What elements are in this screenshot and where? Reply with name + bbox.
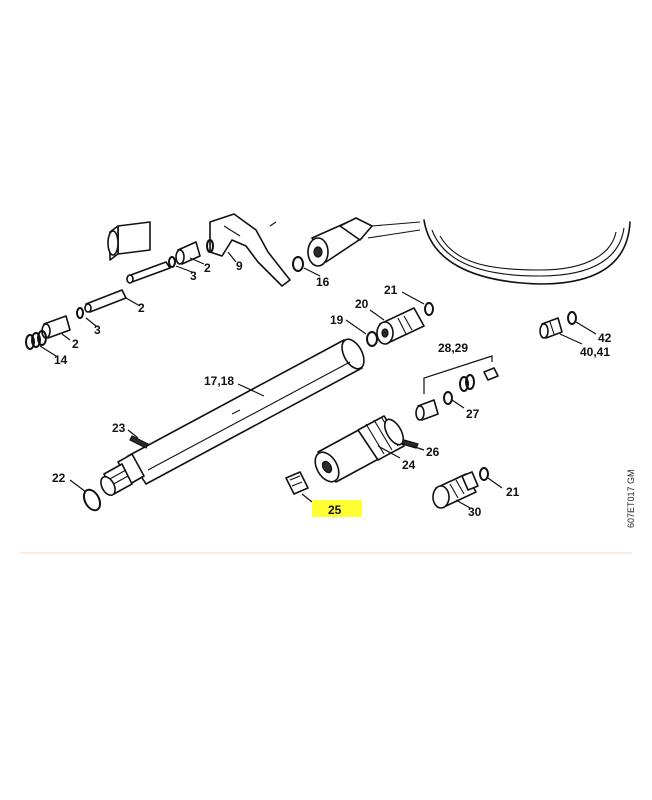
o-ring-19: [366, 331, 378, 347]
o-ring-21-bottom: [479, 467, 489, 481]
spring-part: [25, 330, 47, 350]
rod-part: [84, 289, 127, 313]
label-21-bottom: 21: [506, 485, 520, 499]
hose-coupling-top-part: [307, 217, 421, 267]
trigger-lever-part: [209, 213, 291, 287]
leader-lines: [39, 251, 597, 509]
label-26: 26: [426, 445, 440, 459]
o-ring-3-middle: [76, 307, 84, 319]
label-27: 27: [466, 407, 480, 421]
o-ring-28: [459, 376, 469, 392]
spray-gun-handle-part: [107, 221, 151, 261]
adapter-40-41-part: [539, 317, 563, 339]
nozzle-connector-20-part: [376, 307, 425, 345]
o-ring-29: [465, 374, 475, 390]
label-24: 24: [402, 458, 416, 472]
label-42: 42: [598, 331, 612, 345]
o-ring-16: [292, 256, 304, 272]
label-30: 30: [468, 505, 482, 519]
label-3-a: 3: [190, 269, 197, 283]
label-9: 9: [236, 259, 243, 273]
o-ring-22: [82, 488, 102, 512]
highlight-25: [312, 500, 362, 517]
label-14: 14: [54, 353, 68, 367]
nozzle-insert-27-part: [415, 399, 439, 421]
o-ring-27: [443, 391, 453, 405]
o-ring-3-top: [168, 256, 176, 268]
label-19: 19: [330, 313, 344, 327]
hose-reel-part: [423, 219, 631, 285]
label-2-b: 2: [138, 301, 145, 315]
pin-part: [126, 261, 171, 284]
bushing-left-part: [41, 315, 71, 339]
o-ring-small-left: [206, 239, 214, 253]
label-2-c: 2: [72, 337, 79, 351]
o-ring-21-top: [424, 302, 434, 316]
label-2-a: 2: [204, 261, 211, 275]
bushing-part: [175, 241, 201, 265]
label-22: 22: [52, 471, 66, 485]
screw-23-part: [129, 435, 149, 449]
screw-26-part: [401, 439, 419, 449]
label-28-29: 28,29: [438, 341, 468, 355]
label-25: 25: [328, 503, 342, 517]
nozzle-24-part: [314, 415, 405, 483]
drawing-code: 607ET017 GM: [626, 469, 636, 528]
small-nozzle-28-part: [483, 367, 499, 381]
label-23: 23: [112, 421, 126, 435]
label-16: 16: [316, 275, 330, 289]
label-3-b: 3: [94, 323, 101, 337]
label-20: 20: [355, 297, 369, 311]
decal-25-part: [285, 471, 309, 495]
bracket-28-29: [423, 355, 493, 394]
connector-30-part: [432, 471, 479, 509]
o-ring-42: [567, 311, 577, 325]
label-21-top: 21: [384, 283, 398, 297]
label-40-41: 40,41: [580, 345, 610, 359]
lance-tube-part: [100, 338, 365, 497]
label-17-18: 17,18: [204, 374, 234, 388]
